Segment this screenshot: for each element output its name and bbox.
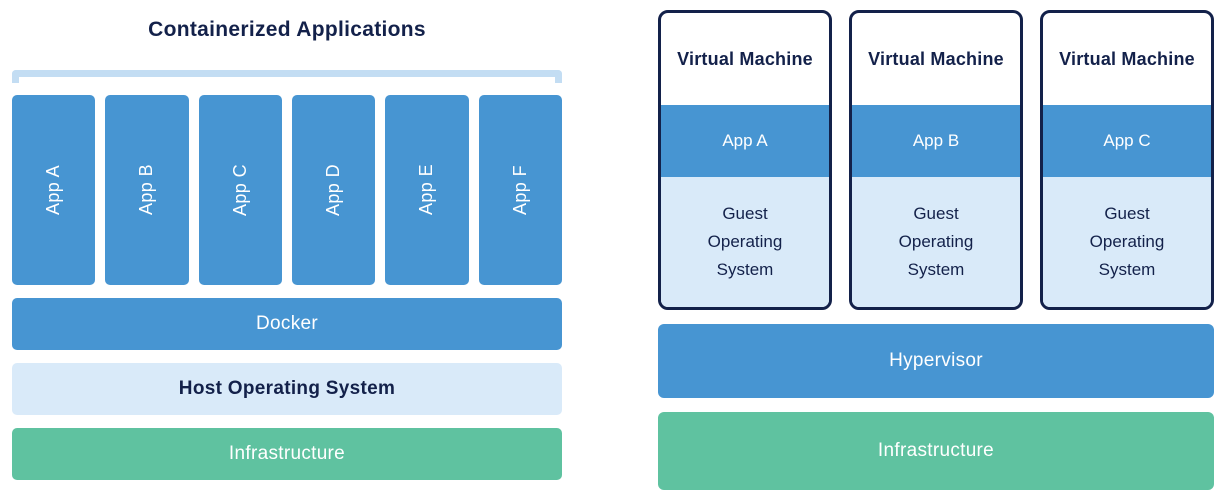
vms-panel: Virtual Machine App A Guest Operating Sy… — [658, 10, 1214, 490]
vm-app-layer: App A — [661, 105, 829, 177]
vm-box: Virtual Machine App B Guest Operating Sy… — [849, 10, 1023, 310]
app-label: App F — [509, 164, 530, 216]
vm-guest-os-layer: Guest Operating System — [661, 177, 829, 307]
containers-bracket — [12, 70, 562, 83]
infrastructure-layer: Infrastructure — [12, 428, 562, 480]
vm-box: Virtual Machine App C Guest Operating Sy… — [1040, 10, 1214, 310]
vm-guest-os-layer: Guest Operating System — [1043, 177, 1211, 307]
vm-title: Virtual Machine — [677, 48, 813, 69]
vm-box: Virtual Machine App A Guest Operating Sy… — [658, 10, 832, 310]
vm-title: Virtual Machine — [868, 48, 1004, 69]
vm-app-layer: App C — [1043, 105, 1211, 177]
app-label: App B — [136, 164, 157, 216]
app-box: App E — [385, 95, 469, 285]
app-box: App B — [105, 95, 189, 285]
app-box: App D — [291, 95, 376, 285]
app-box: App A — [12, 95, 96, 285]
hypervisor-layer: Hypervisor — [658, 324, 1214, 398]
app-label: App C — [229, 163, 250, 217]
docker-layer: Docker — [12, 298, 562, 350]
vm-app-layer: App B — [852, 105, 1020, 177]
app-label: App E — [416, 164, 437, 216]
vm-title: Virtual Machine — [1059, 48, 1195, 69]
infrastructure-layer: Infrastructure — [658, 412, 1214, 490]
app-label: App A — [43, 164, 64, 216]
containers-title: Containerized Applications — [148, 18, 426, 41]
app-box: App C — [198, 95, 282, 285]
container-apps-row: App A App B App C App D App E App F — [12, 95, 562, 285]
app-box: App F — [478, 95, 562, 285]
vm-guest-os-layer: Guest Operating System — [852, 177, 1020, 307]
host-os-layer: Host Operating System — [12, 363, 562, 415]
app-label: App D — [323, 163, 344, 217]
containers-panel: Containerized Applications App A App B A… — [12, 16, 562, 480]
vm-boxes-row: Virtual Machine App A Guest Operating Sy… — [658, 10, 1214, 310]
